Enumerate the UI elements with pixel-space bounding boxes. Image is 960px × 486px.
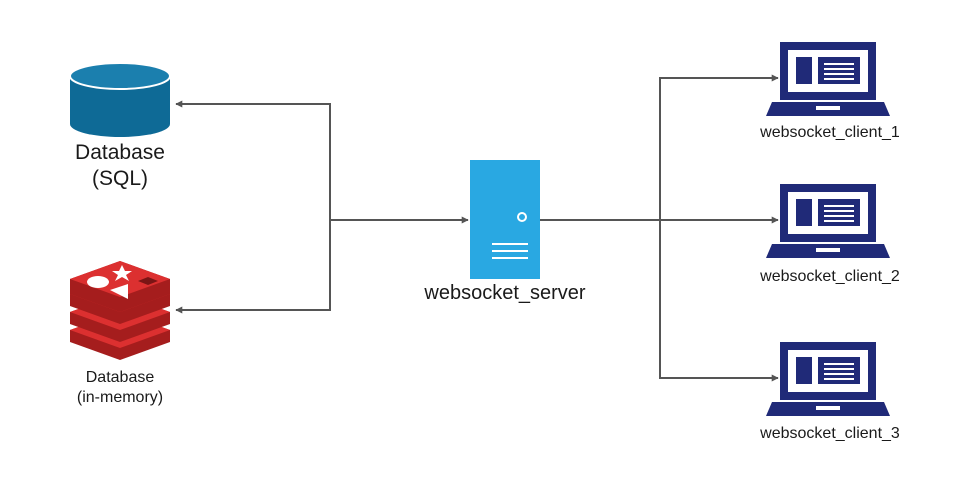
sql-database-label: Database (SQL) — [40, 140, 200, 192]
connector-to-memory-db — [175, 220, 331, 314]
connector-server-databases — [175, 100, 469, 314]
memory-database-label-line2: (in-memory) — [76, 389, 164, 406]
connector-to-client-3 — [659, 220, 779, 382]
client-1-label: websocket_client_1 — [760, 124, 900, 141]
sql-database-label-line2: (SQL) — [91, 167, 148, 190]
server-tower-icon — [470, 160, 540, 279]
redis-stack-icon — [70, 261, 170, 360]
memory-database-label-line1: Database — [85, 369, 155, 386]
client-3-label: websocket_client_3 — [760, 425, 900, 442]
laptop-icon — [766, 184, 890, 258]
memory-database-label: Database (in-memory) — [40, 368, 200, 408]
laptop-icon — [766, 42, 890, 116]
connector-server-clients — [540, 74, 779, 382]
client-2-label: websocket_client_2 — [760, 268, 900, 285]
laptop-icon — [766, 342, 890, 416]
sql-database-label-line1: Database — [75, 141, 165, 164]
server-label: websocket_server — [424, 282, 586, 304]
database-cylinder-icon — [69, 62, 171, 137]
connector-to-sql — [175, 100, 469, 224]
connector-to-client-1 — [540, 74, 779, 221]
